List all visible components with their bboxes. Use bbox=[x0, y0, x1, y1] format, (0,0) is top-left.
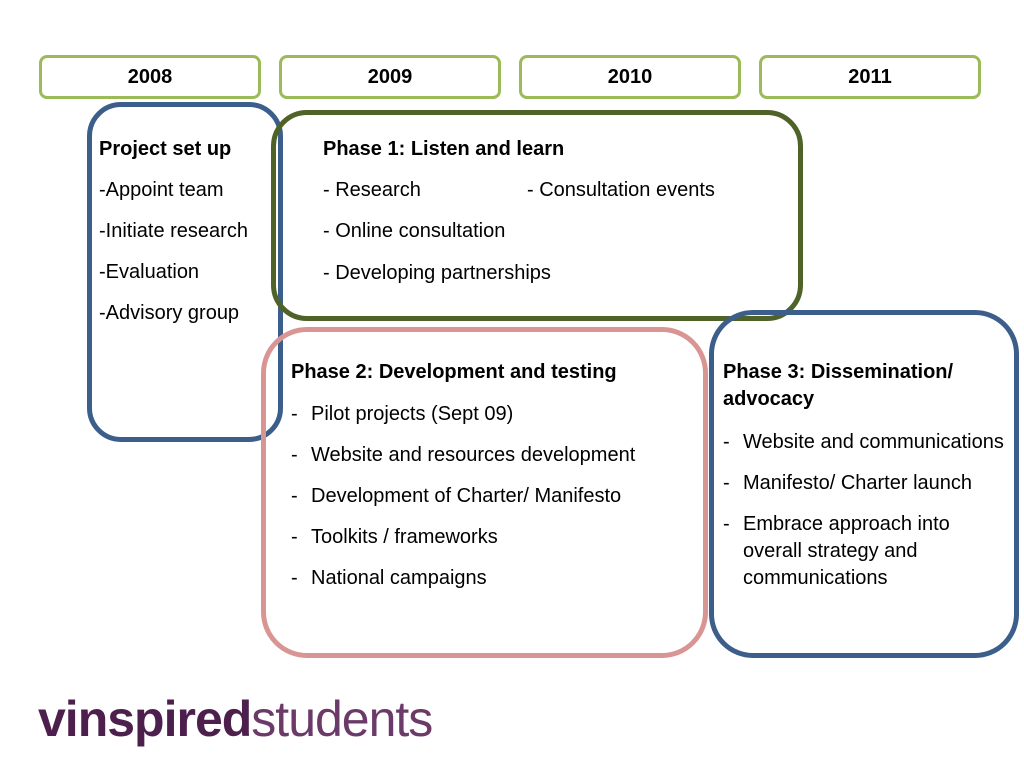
project-setup-list: -Appoint team -Initiate research -Evalua… bbox=[99, 178, 248, 325]
list-item: -Advisory group bbox=[99, 302, 240, 324]
list-item: Pilot projects (Sept 09) bbox=[291, 402, 691, 426]
phase3-title-line2: advocacy bbox=[723, 388, 815, 410]
list-item: Website and communications bbox=[723, 429, 1011, 456]
year-2009: 2009 bbox=[279, 55, 501, 99]
phase1-item-online-consultation: - Online consultation bbox=[323, 220, 506, 242]
list-item: Website and resources development bbox=[291, 443, 691, 467]
project-setup-box bbox=[87, 102, 283, 442]
logo-light-text: students bbox=[251, 691, 433, 747]
list-item: -Appoint team bbox=[99, 179, 224, 201]
phase3-title-line1: Phase 3: Dissemination/ bbox=[723, 361, 954, 383]
phase3-list: Website and communications Manifesto/ Ch… bbox=[723, 429, 1011, 592]
logo-bold-text: vinspired bbox=[38, 691, 252, 747]
year-2010: 2010 bbox=[519, 55, 741, 99]
phase1-item-developing-partnerships: - Developing partnerships bbox=[323, 262, 551, 284]
list-item: Development of Charter/ Manifesto bbox=[291, 484, 691, 508]
list-item: -Initiate research bbox=[99, 220, 248, 242]
project-setup-title: Project set up bbox=[99, 138, 232, 160]
list-item: Embrace approach into overall strategy a… bbox=[723, 511, 1011, 592]
phase1-box bbox=[271, 110, 803, 321]
phase1-item-research: - Research bbox=[323, 179, 421, 201]
phase2-title: Phase 2: Development and testing bbox=[291, 361, 617, 383]
phase2-list: Pilot projects (Sept 09) Website and res… bbox=[291, 402, 691, 590]
vinspired-students-logo: vinspiredstudents bbox=[38, 690, 433, 748]
phase3-box bbox=[709, 310, 1019, 658]
list-item: National campaigns bbox=[291, 566, 691, 590]
list-item: -Evaluation bbox=[99, 261, 200, 283]
year-2011: 2011 bbox=[759, 55, 981, 99]
phase1-item-consultation-events: - Consultation events bbox=[527, 179, 715, 201]
year-2008: 2008 bbox=[39, 55, 261, 99]
list-item: Manifesto/ Charter launch bbox=[723, 470, 1011, 497]
list-item: Toolkits / frameworks bbox=[291, 525, 691, 549]
phase2-box bbox=[261, 327, 708, 658]
phase1-title: Phase 1: Listen and learn bbox=[323, 138, 565, 160]
